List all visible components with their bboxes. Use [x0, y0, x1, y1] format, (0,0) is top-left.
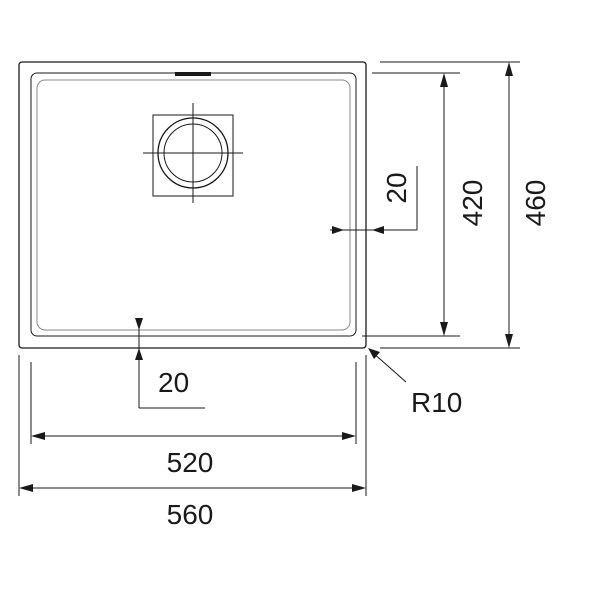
dim-label-overall-width: 560 [167, 499, 214, 530]
drain-assembly [143, 103, 243, 203]
dim-label-corner-radius: R10 [411, 387, 462, 418]
dimension-560: 560 [19, 484, 366, 530]
dim-label-side-margin: 20 [381, 172, 412, 203]
sink-bowl-inner-line [36, 79, 351, 331]
sink-outer-outline [18, 61, 367, 349]
dimension-420: 420 [440, 73, 488, 336]
dim-label-overall-depth: 460 [520, 180, 551, 227]
dimension-bottom-margin: 20 [135, 318, 205, 409]
corner-radius-callout: R10 [368, 348, 462, 418]
dimension-520: 520 [31, 432, 356, 478]
dimension-side-margin: 20 [330, 166, 418, 234]
dim-label-bottom-margin: 20 [158, 367, 189, 398]
dim-label-bowl-depth: 420 [457, 180, 488, 227]
dim-label-bowl-width: 520 [167, 447, 214, 478]
overflow-slot [175, 72, 211, 76]
dimension-460: 460 [505, 62, 551, 348]
